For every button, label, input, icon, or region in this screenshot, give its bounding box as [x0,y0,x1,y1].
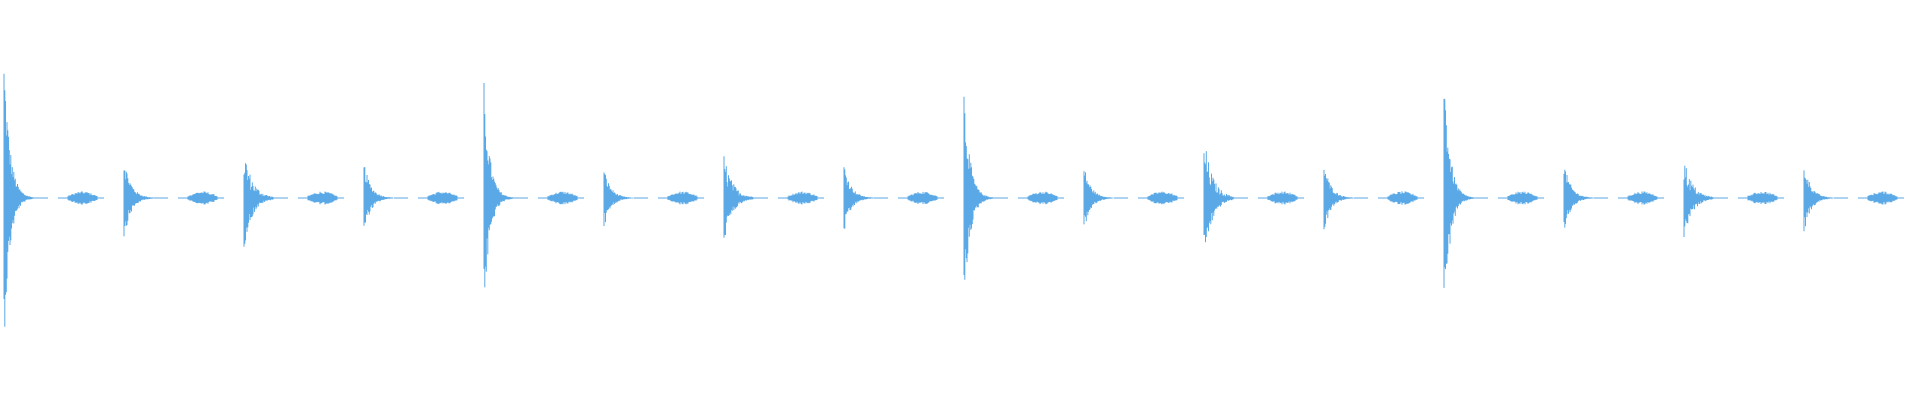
waveform-hit-path [658,191,704,205]
waveform-hit-path [1563,169,1608,228]
waveform-hit-tick [1138,191,1184,205]
waveform-hit-tick [538,191,584,205]
waveform-hit-tom [603,172,648,226]
waveform-hit-path [363,167,408,226]
waveform-hit-tick [178,191,224,205]
waveform-hit-path [1498,191,1544,205]
waveform-hit-path [723,156,768,238]
waveform-hit-tom [123,170,168,237]
waveform-hit-tick [1018,191,1064,205]
waveform-hit-kick [483,83,528,288]
waveform-hit-path [243,163,288,247]
waveform-hit-tom [1803,170,1848,232]
waveform-hit-path [298,191,344,205]
waveform-hit-path [1683,165,1728,237]
waveform-hit-path [1803,170,1848,232]
waveform-hit-path [1258,191,1304,205]
waveform-hit-kick [963,96,1008,280]
waveform-hit-tick [298,191,344,205]
waveform-hit-path [123,170,168,237]
waveform-hit-path [1018,191,1064,205]
waveform-hit-path [898,191,944,205]
waveform-hit-tick [1858,191,1904,205]
waveform-hit-path [1083,171,1128,225]
waveform-hit-tick [1498,191,1544,205]
waveform-hit-path [1203,151,1248,243]
waveform-hit-path [3,73,48,327]
waveform-hit-path [538,191,584,205]
waveform-hit-path [603,172,648,226]
waveform-hit-path [1858,191,1904,205]
waveform-hit-tom [1323,169,1368,230]
waveform-hit-path [1443,98,1488,288]
waveform-hit-path [58,191,104,205]
waveform-hit-tom [1083,171,1128,225]
waveform-hit-path [1138,191,1184,205]
waveform-hit-tom [843,167,888,229]
waveform-hit-path [1378,191,1424,205]
waveform-hit-path [778,191,824,205]
waveform-hit-path [1738,192,1784,204]
waveform-hit-tom [1563,169,1608,228]
waveform-hit-tick [1738,192,1784,204]
waveform-hit-path [1618,191,1664,205]
waveform-hit-path [418,191,464,205]
waveform-hit-tick [658,191,704,205]
waveform-hit-kick [1443,98,1488,288]
waveform-hit-kick [3,73,48,327]
waveform-hit-path [178,191,224,205]
waveform-hit-tick [898,191,944,205]
waveform-hit-path [483,83,528,288]
waveform-hit-snare [1683,165,1728,237]
waveform-hit-tom [363,167,408,226]
waveform-hit-tick [58,191,104,205]
waveform-hit-tick [1258,191,1304,205]
waveform-hit-path [1323,169,1368,230]
waveform-hits [3,73,1904,327]
waveform-hit-tick [778,191,824,205]
waveform-hit-tick [1618,191,1664,205]
waveform-hit-path [843,167,888,229]
waveform-hit-tick [1378,191,1424,205]
waveform-hit-tick [418,191,464,205]
waveform-hit-snare [723,156,768,238]
waveform-hit-snare [1203,151,1248,243]
waveform-hit-snare [243,163,288,247]
waveform-hit-path [963,96,1008,280]
